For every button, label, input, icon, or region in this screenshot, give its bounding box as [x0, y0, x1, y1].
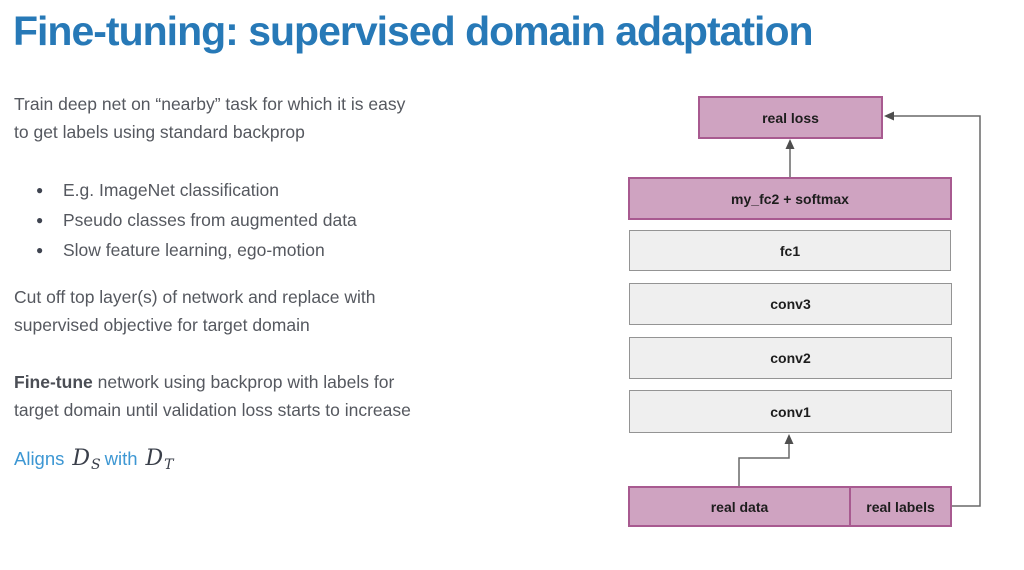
diagram-box-conv1: conv1	[629, 390, 952, 433]
diagram-box-real-data: real data	[630, 488, 851, 525]
arrow-myfc2-to-realloss	[785, 139, 795, 177]
arrowhead-left-icon	[884, 111, 894, 121]
diagram-box-real-loss: real loss	[698, 96, 883, 139]
arrow-realdata-to-conv1	[738, 434, 794, 486]
fine-tune-bold: Fine-tune	[14, 372, 93, 392]
list-item: ● E.g. ImageNet classification	[36, 175, 357, 205]
bullet-icon: ●	[36, 213, 44, 227]
diagram-box-fc1: fc1	[629, 230, 951, 271]
diagram-box-data-labels: real data real labels	[628, 486, 952, 527]
math-subscript: S	[91, 457, 101, 473]
box-label: real data	[710, 498, 769, 515]
paragraph-cut-off-top: Cut off top layer(s) of network and repl…	[14, 283, 376, 339]
aligns-word: Aligns	[14, 448, 65, 469]
box-label: conv1	[770, 403, 811, 420]
slide-title: Fine-tuning: supervised domain adaptatio…	[13, 8, 814, 54]
bullet-icon: ●	[36, 243, 44, 257]
paragraph-line: target domain until validation loss star…	[14, 400, 411, 420]
paragraph-line: Train deep net on “nearby” task for whic…	[14, 94, 406, 114]
box-label: conv2	[770, 350, 811, 366]
math-subscript: T	[164, 457, 174, 473]
paragraph-fine-tune: Fine-tune network using backprop with la…	[14, 368, 411, 424]
bullet-label: Pseudo classes from augmented data	[63, 210, 357, 230]
diagram-box-conv3: conv3	[629, 283, 952, 325]
paragraph-line: to get labels using standard backprop	[14, 122, 305, 142]
box-label: real loss	[762, 109, 819, 126]
list-item: ● Slow feature learning, ego-motion	[36, 235, 357, 265]
paragraph-line: supervised objective for target domain	[14, 315, 310, 335]
arrowhead-up-icon	[785, 139, 795, 149]
box-label: real labels	[866, 498, 935, 515]
box-label: fc1	[779, 242, 801, 259]
paragraph-line: Cut off top layer(s) of network and repl…	[14, 287, 376, 307]
arrowhead-up-icon	[784, 434, 794, 444]
math-symbol-dt: DT	[145, 446, 174, 473]
box-label: conv3	[770, 296, 811, 312]
bullet-label: E.g. ImageNet classification	[63, 180, 279, 200]
paragraph-train-deep-net: Train deep net on “nearby” task for whic…	[14, 90, 405, 146]
list-item: ● Pseudo classes from augmented data	[36, 205, 357, 235]
diagram-box-conv2: conv2	[629, 337, 952, 379]
paragraph-line: Fine-tune network using backprop with la…	[14, 368, 411, 396]
diagram-box-my-fc2-softmax: my_fc2 + softmax	[628, 177, 952, 220]
bullet-label: Slow feature learning, ego-motion	[63, 240, 325, 260]
bullet-icon: ●	[36, 183, 44, 197]
math-symbol-ds: DS	[72, 446, 101, 473]
box-label: my_fc2 + softmax	[731, 190, 849, 207]
paragraph-text: network using backprop with labels for	[97, 372, 395, 392]
aligns-word: with	[104, 448, 138, 469]
bullet-list: ● E.g. ImageNet classification ● Pseudo …	[36, 175, 357, 265]
diagram-box-real-labels: real labels	[851, 488, 950, 525]
